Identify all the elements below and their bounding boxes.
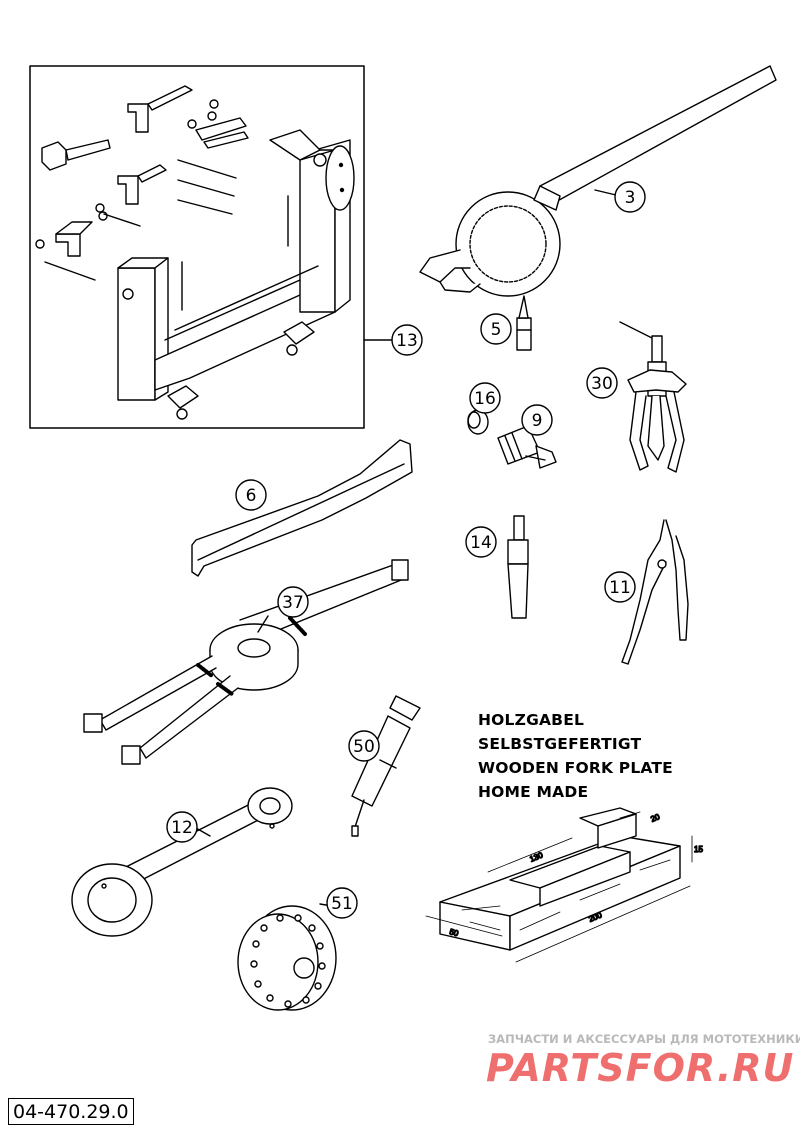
callout-9: 9	[521, 404, 553, 436]
svg-text:16: 16	[474, 389, 496, 409]
svg-text:11: 11	[609, 578, 631, 598]
tool-11-pliers	[621, 519, 689, 665]
callout-6: 6	[235, 479, 267, 511]
svg-text:13: 13	[396, 331, 418, 351]
callout-30: 30	[586, 367, 618, 399]
dim-130: 130	[528, 850, 544, 864]
note-line-3: WOODEN FORK PLATE	[478, 759, 673, 777]
svg-text:51: 51	[331, 894, 353, 914]
watermark-subtitle: ЗАПЧАСТИ И АКСЕССУАРЫ ДЛЯ МОТОТЕХНИКИ	[488, 1032, 800, 1046]
callout-51: 51	[326, 887, 358, 919]
callout-13: 13	[391, 324, 423, 356]
tool-3-clutch-holder	[419, 65, 777, 297]
tool-30-puller	[619, 321, 687, 473]
callout-12: 12	[166, 811, 198, 843]
svg-text:30: 30	[591, 374, 613, 394]
tool-50-syringe	[351, 695, 421, 837]
dim-50: 50	[448, 927, 459, 938]
note-line-1: HOLZGABEL	[478, 711, 585, 729]
callouts: 13 3 5 16 9 30 6 14 11 37 50 12 51	[166, 181, 646, 919]
tool-37-clamp	[83, 559, 409, 765]
dim-20: 20	[649, 812, 661, 824]
svg-text:9: 9	[532, 411, 543, 431]
tool-12-pin-wrench	[71, 787, 293, 937]
note-line-2: SELBSTGEFERTIGT	[478, 735, 642, 753]
svg-text:50: 50	[353, 737, 375, 757]
callout-37: 37	[277, 586, 309, 618]
callout-14: 14	[465, 526, 497, 558]
callout-16: 16	[469, 382, 501, 414]
tool-13-fork-stand-kit	[29, 65, 393, 429]
tool-9-extractor	[497, 425, 557, 469]
tool-51-disc	[237, 903, 337, 1011]
part-number: 04-470.29.0	[8, 1098, 134, 1125]
callout-50: 50	[348, 730, 380, 762]
svg-text:37: 37	[282, 593, 304, 613]
svg-text:3: 3	[625, 188, 636, 208]
tool-14-slide-hammer	[507, 515, 529, 619]
svg-text:12: 12	[171, 818, 193, 838]
tool-6-strip	[191, 439, 413, 577]
note-line-4: HOME MADE	[478, 783, 589, 801]
svg-text:5: 5	[491, 320, 502, 340]
tool-5-tube	[516, 295, 532, 351]
svg-text:14: 14	[470, 533, 492, 553]
svg-text:6: 6	[246, 486, 257, 506]
watermark-logo: PARTSFOR.RU	[486, 1046, 795, 1090]
callout-11: 11	[604, 571, 636, 603]
callout-3: 3	[614, 181, 646, 213]
callout-5: 5	[480, 313, 512, 345]
dim-15: 15	[694, 845, 703, 854]
wooden-fork-plate-note: HOLZGABEL SELBSTGEFERTIGT WOODEN FORK PL…	[478, 708, 673, 804]
wooden-fork-plate	[425, 807, 693, 963]
